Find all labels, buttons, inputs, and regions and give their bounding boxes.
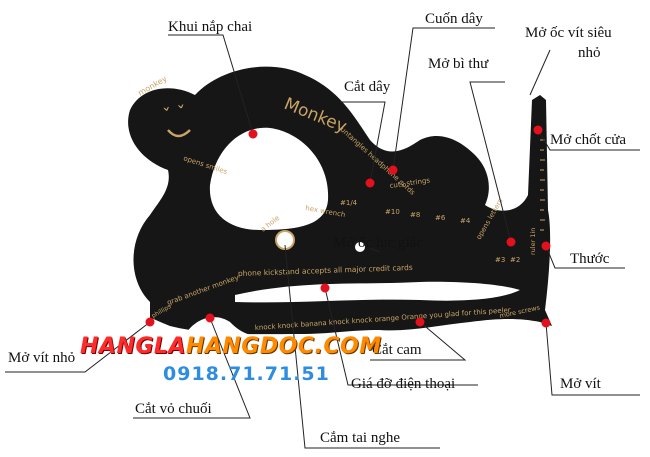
label-cuon-day: Cuốn dây [425, 11, 483, 27]
watermark-part-1: HANGLA [80, 334, 186, 359]
leader-mo-vit [545, 322, 640, 396]
size-mark: #1/4 [340, 199, 358, 207]
label-mo-oc-luc-giac: Mở ốc lục giác [333, 235, 423, 251]
watermark-site: HANGLAHANGDOC.COM [80, 334, 382, 359]
watermark-part-2: HANGDOC [185, 334, 315, 359]
phone-stand-slot [235, 281, 520, 303]
marker-dot [145, 317, 155, 327]
label-cat-vo-chuoi: Cắt vỏ chuối [135, 401, 212, 417]
bottom-wave-cut [185, 317, 270, 340]
leader-sieu-nho [529, 49, 551, 96]
monkey-head [150, 92, 206, 148]
label-khui-nap-chai: Khui nắp chai [168, 19, 253, 35]
label-mo-oc-vit-sieu-nho-2: nhỏ [578, 45, 601, 61]
leader-cuon-day [392, 27, 495, 171]
leader-mo-chot-cua [537, 129, 640, 151]
marker-dot [388, 165, 398, 175]
leader-cam-tai-nghe [284, 244, 440, 449]
leader-mo-vit-nho [5, 321, 151, 373]
size-mark: #3 [495, 256, 505, 264]
label-cat-day: Cắt dây [344, 79, 391, 95]
label-mo-vit: Mở vít [560, 376, 601, 392]
label-mo-vit-nho: Mở vít nhỏ [8, 350, 76, 366]
label-mo-bi-thu: Mở bì thư [428, 56, 489, 72]
face-eyes: ˇ ˇ [161, 103, 188, 128]
leader-cat-cam [370, 321, 467, 361]
label-mo-chot-cua: Mở chốt cửa [550, 132, 627, 148]
marker-dot [205, 313, 215, 323]
size-mark: #6 [435, 214, 446, 222]
watermark-phone: 0918.71.71.51 [163, 363, 330, 385]
marker-dot [541, 318, 551, 328]
watermark-part-3: .COM [314, 334, 382, 359]
leader-thuoc [545, 245, 625, 269]
size-mark: #8 [410, 211, 420, 219]
leader-cat-day [340, 101, 386, 184]
leader-gia-do [324, 287, 478, 386]
label-cam-tai-nghe: Cắm tai nghe [320, 430, 400, 446]
size-mark: #4 [460, 217, 471, 225]
callout-markers [145, 125, 551, 328]
size-mark: #2 [510, 256, 520, 264]
leader-luc-giac [368, 247, 381, 253]
marker-dot [533, 125, 543, 135]
tool-body [128, 66, 552, 335]
leader-cat-vo-chuoi [133, 317, 251, 419]
leader-mo-bi-thu [469, 81, 512, 243]
label-thuoc: Thước [570, 251, 610, 267]
label-cat-cam: Cắt cam [372, 342, 422, 358]
marker-dot [506, 237, 516, 247]
size-mark: #10 [385, 208, 400, 216]
marker-dot [248, 129, 258, 139]
monkey-tool: ˇ ˇ Monkey monkey opens smiles untangles… [128, 66, 552, 340]
leader-khui-nap-chai [168, 34, 254, 135]
marker-dot [541, 241, 551, 251]
label-gia-do-dien-thoai: Giá đỡ điện thoại [351, 376, 456, 392]
marker-dot [415, 317, 425, 327]
leader-lines [5, 27, 640, 449]
hex-hole [355, 242, 365, 252]
marker-dot [320, 283, 330, 293]
engraving-ruler: ruler 1in [529, 228, 537, 255]
marker-dot [365, 178, 375, 188]
face-mouth [167, 129, 191, 138]
label-mo-oc-vit-sieu-nho-1: Mở ốc vít siêu [525, 25, 612, 41]
bottle-opener-cutout [209, 127, 329, 230]
